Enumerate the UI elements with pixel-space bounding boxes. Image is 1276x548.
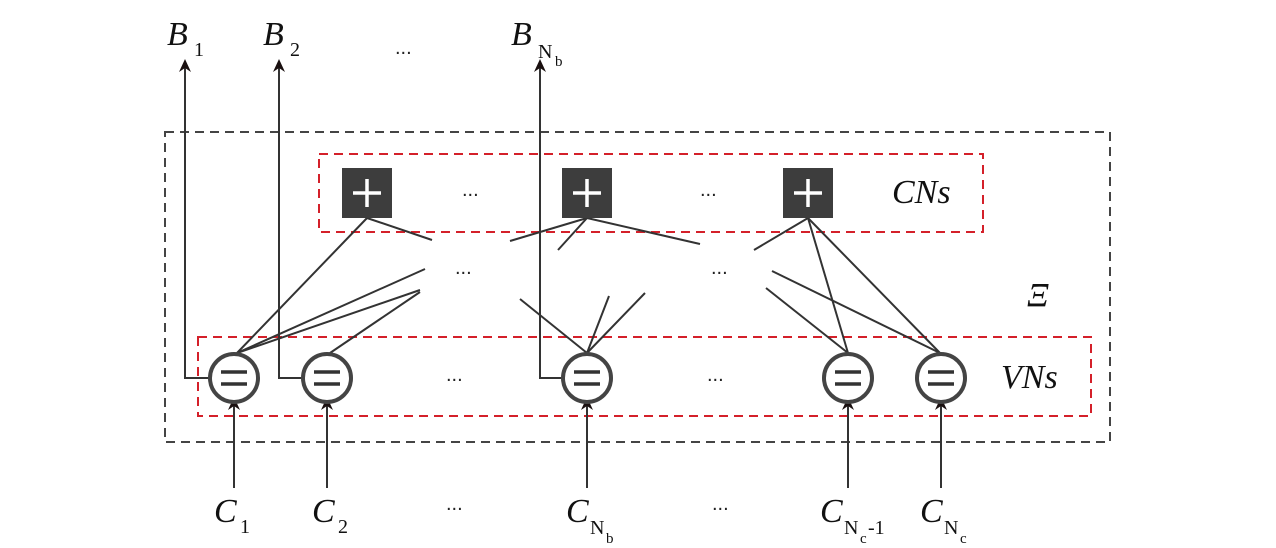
label-b1-sub: 1 (194, 39, 204, 61)
label-cnb: C N b (566, 493, 614, 547)
label-c1-main: C (214, 493, 237, 530)
label-cnb-main: C (566, 493, 589, 530)
ellipsis-cn-2: ... (700, 179, 717, 201)
label-bnb-main: B (511, 16, 532, 53)
ellipsis-mid-2: ... (711, 257, 728, 279)
vns-label: VNs (1001, 359, 1058, 396)
label-b2: B 2 (263, 16, 300, 61)
edges (236, 217, 941, 354)
label-cnb-sub: N (590, 517, 604, 539)
label-c2-sub: 2 (338, 516, 348, 538)
ellipsis-bottom-2: ... (712, 493, 729, 515)
label-cnc: C N c (920, 493, 967, 547)
variable-node-2 (301, 352, 353, 404)
variable-node-nc-minus-1 (822, 352, 874, 404)
cns-label: CNs (892, 174, 951, 211)
label-c1-sub: 1 (240, 516, 250, 538)
ellipsis-vn-1: ... (446, 364, 463, 386)
check-node-1 (342, 168, 392, 218)
label-c2: C 2 (312, 493, 348, 538)
label-cnb-subsub: b (606, 531, 614, 547)
variable-node-nb (561, 352, 613, 404)
label-c1: C 1 (214, 493, 250, 538)
label-cnc1-suffix: -1 (868, 517, 885, 539)
output-arrows (179, 59, 563, 379)
label-b2-sub: 2 (290, 39, 300, 61)
label-cnc1-main: C (820, 493, 843, 530)
ellipsis-bottom-1: ... (446, 493, 463, 515)
cn-group-box (318, 153, 984, 233)
label-b2-main: B (263, 16, 284, 53)
check-node-2 (562, 168, 612, 218)
equals-circle-icon (822, 352, 874, 404)
label-cnc-main: C (920, 493, 943, 530)
equals-circle-icon (915, 352, 967, 404)
label-c2-main: C (312, 493, 335, 530)
ellipsis-mid-1: ... (455, 257, 472, 279)
equals-circle-icon (561, 352, 613, 404)
label-cnc-sub: N (944, 517, 958, 539)
outer-system-box (164, 131, 1111, 443)
equals-circle-icon (208, 352, 260, 404)
label-cnc1-sub: N (844, 517, 858, 539)
ellipsis-cn-1: ... (462, 179, 479, 201)
label-cnc1-subsub: c (860, 531, 867, 547)
ellipsis-vn-2: ... (707, 364, 724, 386)
label-cnc-minus-1: C N c -1 (820, 493, 885, 547)
label-b1: B 1 (167, 16, 204, 61)
label-bnb: B N b (511, 16, 563, 70)
label-bnb-subsub: b (555, 54, 563, 70)
variable-node-nc (915, 352, 967, 404)
label-b1-main: B (167, 16, 188, 53)
variable-node-1 (208, 352, 260, 404)
check-node-3 (783, 168, 833, 218)
ellipsis-top-labels: ... (395, 37, 412, 59)
label-bnb-sub: N (538, 41, 552, 63)
xi-label: Ξ (1027, 277, 1049, 314)
label-cnc-subsub: c (960, 531, 967, 547)
equals-circle-icon (301, 352, 353, 404)
input-arrows (228, 397, 947, 488)
vn-group-box (197, 336, 1092, 417)
